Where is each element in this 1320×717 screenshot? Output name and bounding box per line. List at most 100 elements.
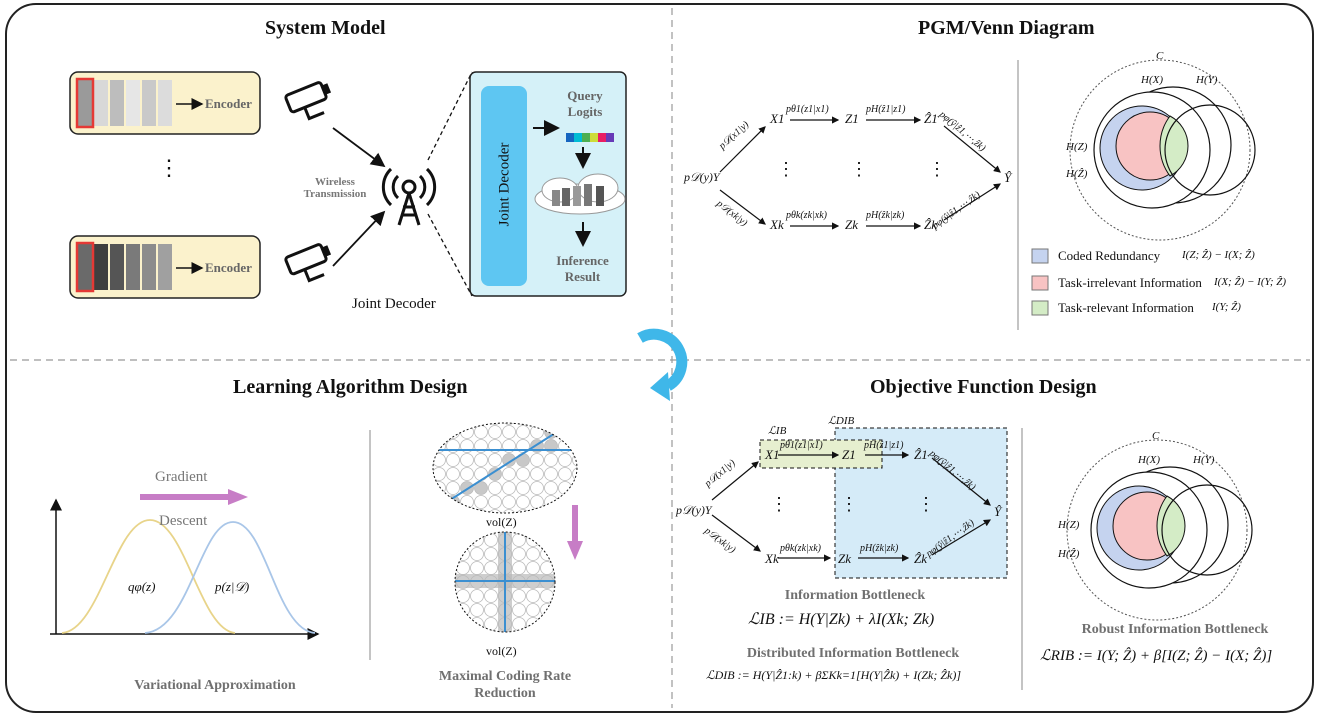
obj-edge-xk-zk: pθk(zk|xk) <box>780 543 821 554</box>
venn-bottom-hzh: H(Ẑ) <box>1058 548 1080 560</box>
coding-ball <box>512 617 526 631</box>
camera-icon-bottom <box>284 243 332 283</box>
coding-ball <box>456 561 470 575</box>
camera-ellipsis: ⋮ <box>158 155 180 180</box>
legend-label-coded: Coded Redundancy <box>1058 248 1161 263</box>
joint-decoder-caption: Joint Decoder <box>352 296 436 312</box>
coding-ball <box>502 425 516 439</box>
coding-ball <box>433 467 446 481</box>
coding-ball <box>455 547 456 561</box>
coding-ball <box>516 423 530 425</box>
coding-ball <box>433 495 446 509</box>
coding-ball <box>516 481 530 495</box>
legend-swatch-coded <box>1031 248 1049 264</box>
venn-top-c: C <box>1156 50 1164 62</box>
coding-ball <box>419 496 432 509</box>
title-system-model: System Model <box>265 17 386 39</box>
coding-ball <box>512 561 526 575</box>
legend-swatch-irrelevant <box>1031 275 1049 291</box>
coding-ball <box>474 423 488 425</box>
coding-ball <box>419 440 432 453</box>
legend-label-irrelevant: Task-irrelevant Information <box>1058 275 1202 290</box>
coding-ball <box>540 589 554 603</box>
rib-title: Robust Information Bottleneck <box>1081 622 1269 637</box>
venn-top-hx: H(X) <box>1141 74 1163 86</box>
obj-node-x1: X1 <box>765 447 780 462</box>
legend-formula-irrelevant: I(X; Ẑ) − I(Y; Ẑ) <box>1214 276 1287 288</box>
coding-ball <box>572 467 577 481</box>
coding-ball <box>456 533 470 547</box>
coding-ball <box>446 453 460 467</box>
obj-node-z1: Z1 <box>842 447 856 462</box>
coding-ball <box>484 603 498 617</box>
coding-ball <box>456 631 470 632</box>
objective-graph <box>711 451 992 562</box>
coding-ball <box>419 454 432 467</box>
obj-edge-z1-zh1: pH(ẑ1|z1) <box>864 440 904 451</box>
joint-decoder-bar-label: Joint Decoder <box>496 142 513 227</box>
query-logits-label: Query Logits <box>567 88 603 119</box>
encoder-label-bottom: Encoder <box>205 260 252 275</box>
coding-ball <box>502 495 516 509</box>
coding-ball <box>544 495 558 509</box>
coding-ball <box>455 631 456 632</box>
coding-ball <box>455 603 456 617</box>
coding-ball <box>474 495 488 509</box>
coding-ball <box>512 589 526 603</box>
coding-ball <box>488 495 502 509</box>
coding-ball <box>554 631 555 632</box>
coding-ball <box>502 481 516 495</box>
coding-ball <box>460 453 474 467</box>
obj-edge-x1-z1: pθ1(z1|x1) <box>780 440 823 451</box>
coding-ball <box>456 532 470 533</box>
venn-bottom-c: C <box>1152 430 1160 442</box>
coding-ball <box>502 423 516 425</box>
obj-node-zk: Zk <box>838 551 851 566</box>
coding-ball <box>540 532 554 533</box>
p-curve-label: p(z|𝒟) <box>215 579 250 594</box>
coding-ball <box>526 561 540 575</box>
venn-top-hz: H(Z) <box>1066 141 1088 153</box>
pgm-node-zk: Zk <box>845 217 858 232</box>
coding-ball <box>455 533 456 547</box>
coding-ball <box>540 561 554 575</box>
legend-formula-coded: I(Z; Ẑ) − I(X; Ẑ) <box>1182 249 1255 261</box>
coding-ball <box>558 495 572 509</box>
pgm-node-py: p𝒟(y)Y <box>684 170 720 184</box>
venn-bottom-hz: H(Z) <box>1058 519 1080 531</box>
coding-ball <box>419 482 432 495</box>
coding-ball <box>460 509 474 513</box>
coding-ball <box>488 481 502 495</box>
coding-ball <box>446 467 460 481</box>
coding-ball <box>460 495 474 509</box>
pgm-node-yhat: Ŷ <box>1004 170 1012 185</box>
coding-ball <box>470 603 484 617</box>
coding-ball <box>526 547 540 561</box>
joint-decoder-bar <box>481 86 527 286</box>
coding-ball <box>572 481 577 495</box>
venn-bottom-hy: H(Y) <box>1193 454 1215 466</box>
coding-ball <box>530 509 544 513</box>
legend-swatch-relevant <box>1031 300 1049 316</box>
coding-ball <box>540 617 554 631</box>
coding-ball <box>530 453 544 467</box>
logits-strip <box>566 133 614 142</box>
coding-ball <box>554 617 555 631</box>
coding-ball <box>512 547 526 561</box>
coding-ball <box>512 603 526 617</box>
dib-formula: ℒDIB := H(Y|Ẑ1:k) + βΣKk=1[H(Y|Ẑk) + I(Z… <box>706 668 962 682</box>
pgm-edge-xk-zk: pθk(zk|xk) <box>786 210 827 221</box>
venn-diagram-bottom <box>1066 439 1253 621</box>
vol-bottom-label: vol(Z) <box>486 644 517 658</box>
coding-ball <box>446 509 460 513</box>
coding-ball <box>433 481 446 495</box>
coding-ball <box>540 533 554 547</box>
venn-top-hzh: H(Ẑ) <box>1066 168 1088 180</box>
title-objective: Objective Function Design <box>870 376 1097 398</box>
gradient-label: Gradient <box>155 469 208 485</box>
coding-ball <box>544 423 558 425</box>
coding-ball <box>516 509 530 513</box>
coding-circle-bottom <box>455 532 555 632</box>
q-curve-label: qφ(z) <box>128 579 156 594</box>
